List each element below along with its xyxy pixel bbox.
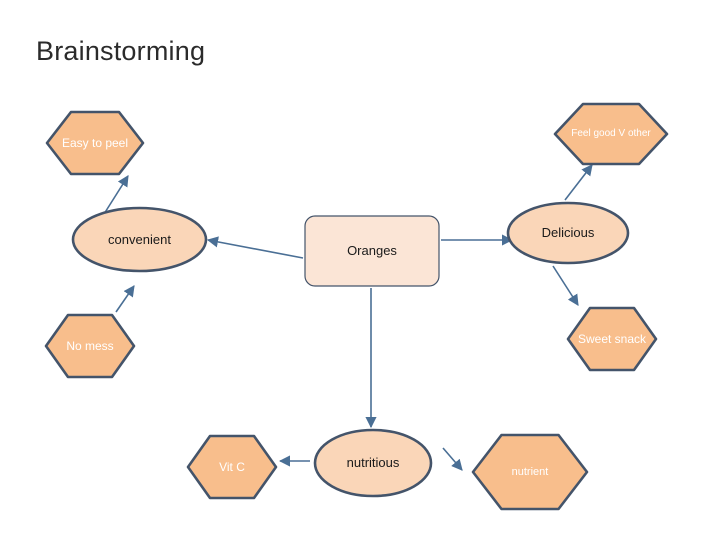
node-shape-no-mess[interactable] bbox=[44, 313, 136, 379]
connector-group bbox=[103, 164, 593, 471]
node-shape-nutrient[interactable] bbox=[471, 433, 589, 511]
node-label-delicious: Delicious bbox=[541, 225, 595, 241]
node-shape-vit-c[interactable] bbox=[186, 434, 278, 500]
node-label-vit-c: Vit C bbox=[219, 459, 245, 474]
page-title: Brainstorming bbox=[36, 36, 206, 66]
node-label-feel-good-v-other: Feel good V other bbox=[571, 128, 651, 140]
connector-oranges-to-convenient bbox=[206, 236, 304, 259]
node-sweet-snack[interactable]: Sweet snack bbox=[568, 308, 656, 370]
node-label-easy-to-peel: Easy to peel bbox=[61, 135, 129, 150]
node-nutrient[interactable]: nutrient bbox=[473, 435, 587, 509]
node-shape-oranges[interactable] bbox=[304, 215, 440, 287]
node-convenient[interactable]: convenient bbox=[73, 208, 206, 271]
node-shape-easy-to-peel[interactable] bbox=[45, 110, 145, 176]
connector-delicious-to-feel-good bbox=[564, 164, 593, 201]
node-feel-good-v-other[interactable]: Feel good V other bbox=[555, 104, 667, 164]
node-delicious[interactable]: Delicious bbox=[508, 203, 628, 263]
node-shape-feel-good-v-other[interactable] bbox=[553, 102, 669, 166]
node-vit-c[interactable]: Vit C bbox=[188, 436, 276, 498]
node-no-mess[interactable]: No mess bbox=[46, 315, 134, 377]
node-shape-sweet-snack[interactable] bbox=[566, 306, 658, 372]
node-label-oranges: Oranges bbox=[347, 243, 397, 259]
connector-no-mess-to-convenient bbox=[115, 285, 135, 313]
node-oranges[interactable]: Oranges bbox=[305, 216, 439, 286]
shape-group bbox=[44, 102, 669, 511]
node-label-nutritious: nutritious bbox=[346, 455, 400, 471]
connector-convenient-to-easy-to-peel bbox=[103, 175, 129, 215]
node-shape-delicious[interactable] bbox=[506, 201, 630, 265]
node-shape-nutritious[interactable] bbox=[313, 428, 433, 498]
node-shape-convenient[interactable] bbox=[71, 206, 208, 273]
connector-delicious-to-sweet-snack bbox=[552, 265, 579, 306]
node-easy-to-peel[interactable]: Easy to peel bbox=[47, 112, 143, 174]
node-label-nutrient: nutrient bbox=[511, 465, 549, 478]
connector-nutritious-to-nutrient bbox=[442, 447, 463, 471]
node-label-no-mess: No mess bbox=[66, 338, 114, 353]
node-label-convenient: convenient bbox=[108, 231, 171, 247]
node-nutritious[interactable]: nutritious bbox=[315, 430, 431, 496]
node-label-sweet-snack: Sweet snack bbox=[577, 331, 647, 346]
